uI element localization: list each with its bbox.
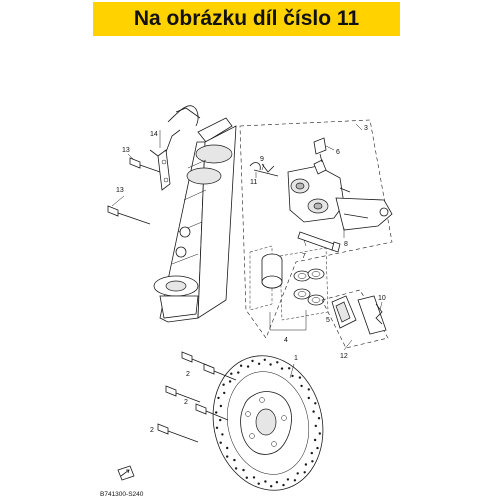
disc-hole	[264, 480, 267, 483]
disc-hole	[257, 362, 261, 365]
callout-3: 3	[364, 125, 368, 132]
callout-2-lower: 2	[150, 427, 154, 434]
disc-hole	[219, 418, 222, 422]
disc-hole	[245, 476, 248, 479]
disc-bolts	[157, 351, 237, 443]
disc-hole	[311, 460, 314, 463]
disc-hole	[282, 483, 285, 487]
piston-seal-kit	[249, 245, 329, 331]
disc-hole	[286, 478, 290, 481]
disc-hole	[246, 365, 250, 368]
callout-11: 11	[250, 179, 257, 186]
disc-hole	[242, 468, 245, 472]
disc-hole	[314, 424, 317, 428]
pad-pin-clip	[249, 162, 279, 177]
disc-hole	[222, 383, 225, 386]
callout-4: 4	[284, 337, 288, 344]
callout-10: 10	[378, 295, 386, 302]
disc-hole	[263, 358, 266, 361]
disc-hole	[270, 485, 273, 488]
callout-13-upper: 13	[122, 147, 130, 154]
disc-hole	[226, 455, 229, 458]
title-banner: Na obrázku díl číslo 11	[93, 2, 400, 36]
slide-pin	[297, 231, 341, 253]
disc-hole	[233, 458, 236, 462]
disc-hole	[269, 363, 272, 366]
front-fork	[153, 117, 237, 323]
brake-pads	[321, 289, 389, 349]
callout-7: 7	[302, 253, 306, 260]
callout-2-upper: 2	[186, 371, 190, 378]
disc-hole	[257, 482, 260, 485]
disc-hole	[313, 438, 317, 442]
disc-hole	[304, 463, 308, 466]
disc-hole	[219, 404, 223, 408]
caliper-bracket	[335, 197, 393, 231]
brake-caliper	[287, 159, 353, 223]
callout-12: 12	[340, 353, 348, 360]
disc-hole	[280, 367, 284, 370]
callout-2-middle: 2	[184, 399, 188, 406]
disc-hole	[217, 396, 220, 400]
disc-hole	[314, 402, 317, 405]
disc-hole	[318, 432, 321, 435]
disc-hole	[237, 371, 240, 374]
disc-hole	[215, 426, 219, 429]
disc-hole	[300, 384, 303, 388]
callout-8: 8	[344, 241, 348, 248]
disc-hole	[251, 359, 254, 363]
disc-hole	[307, 396, 310, 400]
disc-hole	[303, 471, 306, 474]
disc-holes	[215, 358, 321, 488]
disc-hole	[226, 446, 229, 450]
disc-hole	[223, 391, 226, 395]
disc-hole	[215, 411, 218, 414]
disc-hole	[230, 372, 233, 375]
disc-hole	[312, 410, 315, 413]
callout-6: 6	[336, 149, 340, 156]
leader-lines	[111, 123, 383, 379]
disc-hole	[276, 361, 279, 364]
disc-hole	[291, 374, 294, 378]
diagram-code: B741300-S240	[100, 491, 144, 498]
callout-5: 5	[326, 317, 330, 324]
brake-disc	[212, 355, 324, 491]
bleed-screw	[313, 137, 327, 163]
hose-bracket	[149, 105, 201, 191]
disc-hole	[298, 376, 302, 379]
disc-hole	[310, 451, 313, 455]
disc-hole	[293, 479, 297, 482]
callout-14: 14	[150, 131, 158, 138]
disc-hole	[221, 433, 224, 436]
disc-hole	[316, 446, 319, 450]
disc-hole	[239, 364, 243, 367]
disc-hole	[307, 388, 310, 391]
callout-13-lower: 13	[116, 187, 124, 194]
disc-hole	[228, 380, 232, 383]
disc-hole	[317, 417, 321, 420]
front-arrow-icon	[117, 465, 135, 481]
callout-9: 9	[260, 156, 264, 163]
disc-hole	[275, 481, 279, 484]
disc-hole	[219, 441, 222, 444]
bolt-13-upper	[129, 157, 161, 173]
callout-1: 1	[294, 355, 298, 362]
disc-hole	[234, 467, 238, 470]
caliper-assembly-outline	[239, 119, 393, 339]
disc-hole	[288, 367, 291, 370]
bolt-13-lower	[107, 205, 151, 225]
banner-title: Na obrázku díl číslo 11	[133, 7, 360, 30]
disc-hole	[252, 476, 256, 479]
disc-hole	[296, 472, 299, 475]
